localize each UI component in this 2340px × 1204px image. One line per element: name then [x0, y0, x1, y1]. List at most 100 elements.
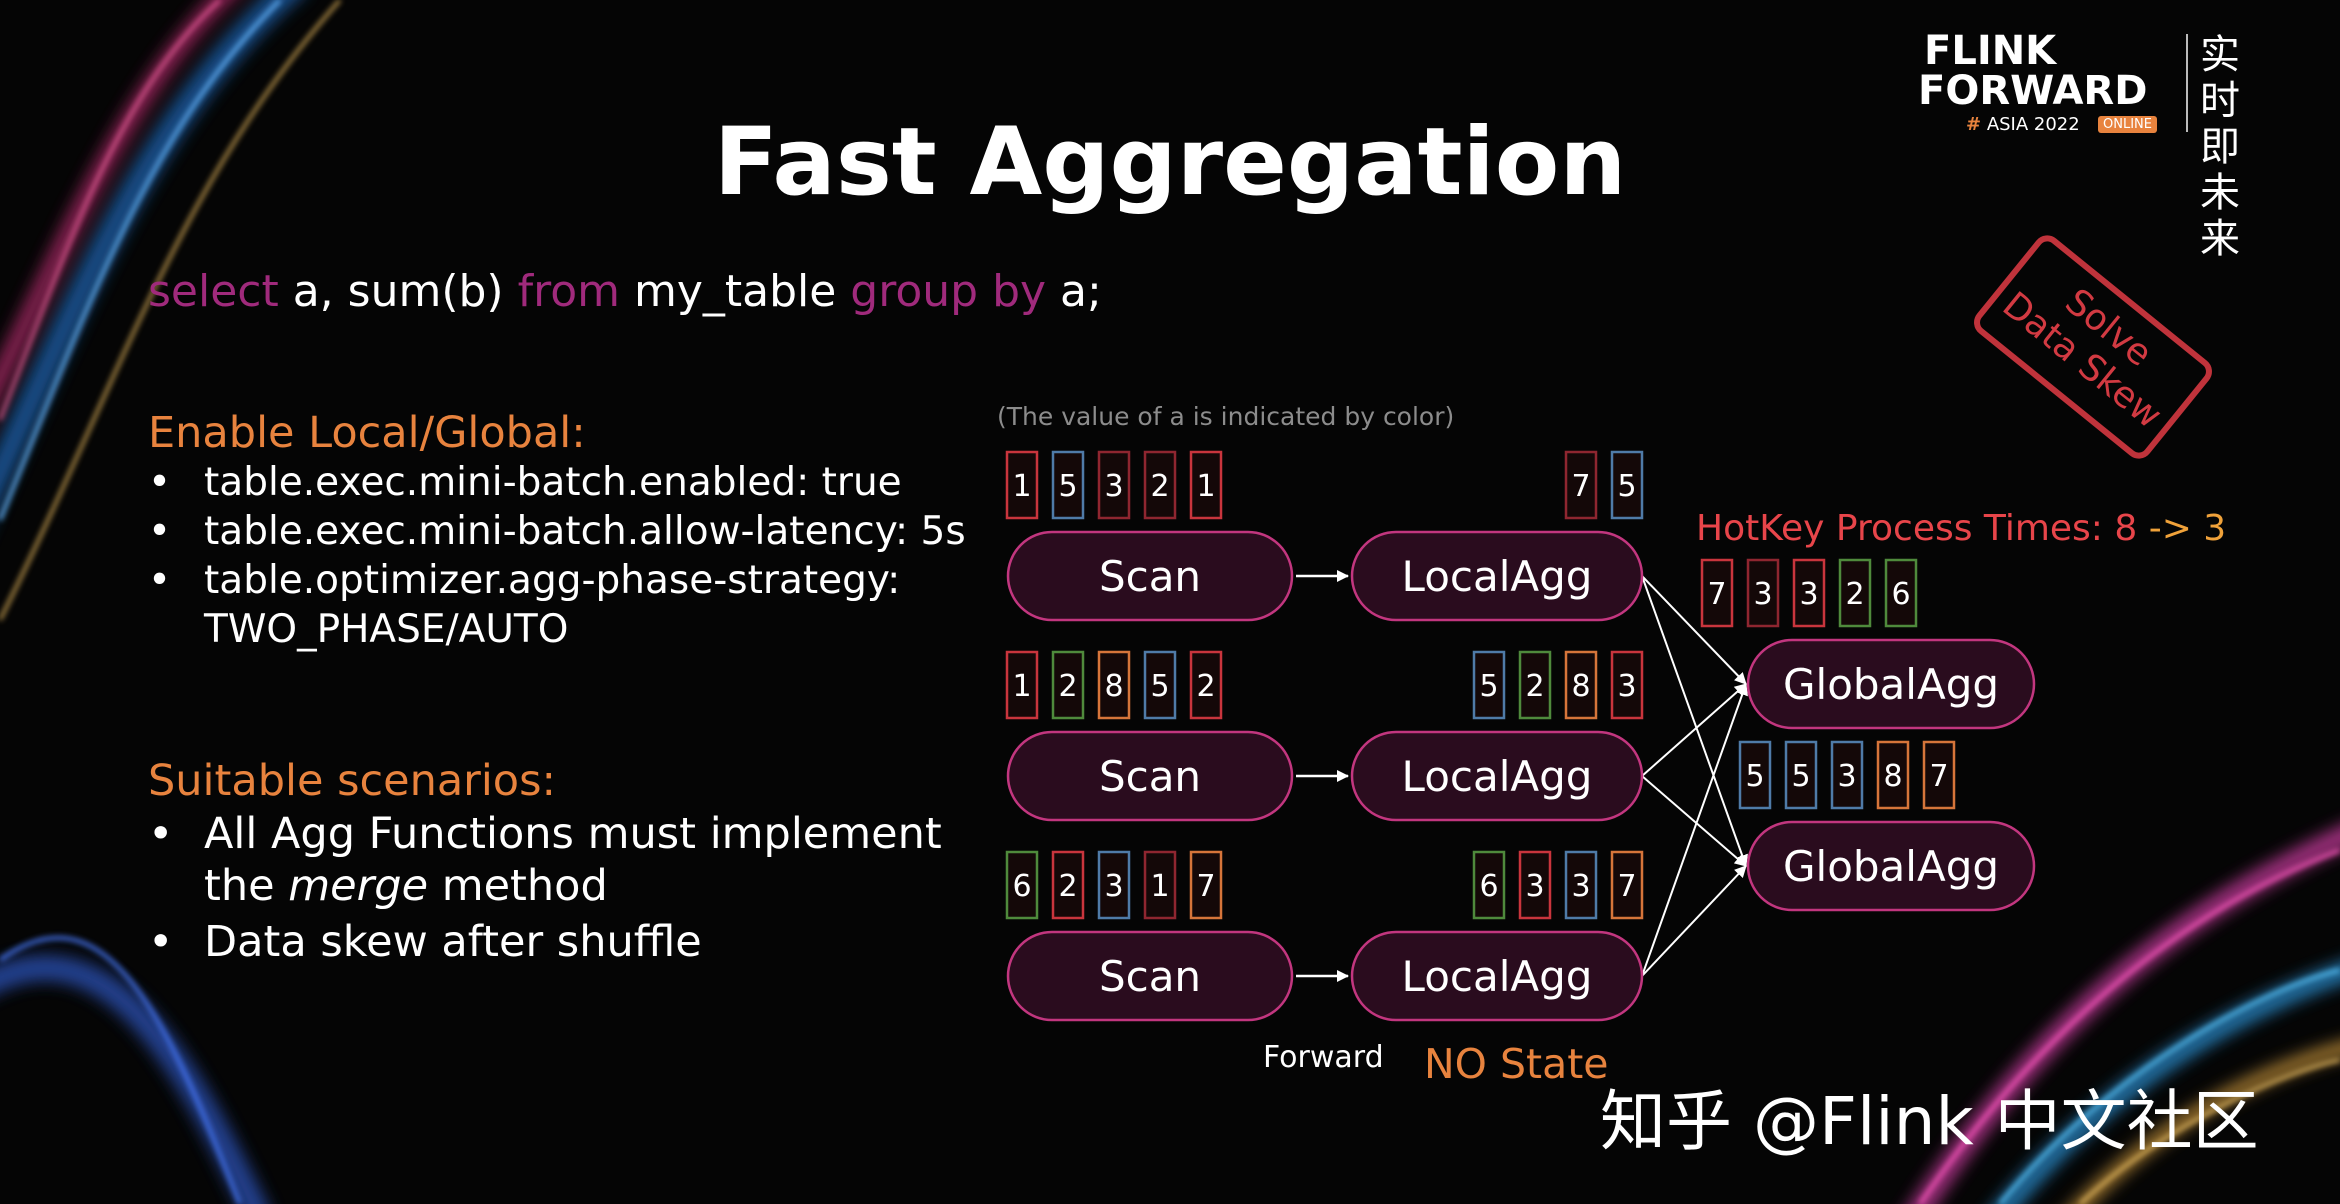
scenario-item: Data skew after shuffle [148, 916, 1008, 968]
value-box [1143, 450, 1177, 520]
value-box-label: 7 [1929, 759, 1948, 794]
value-box [1097, 450, 1131, 520]
enable-config-list: table.exec.mini-batch.enabled: true tabl… [148, 458, 1008, 654]
hotkey-arrow-text: -> 3 [2137, 508, 2227, 549]
color-note: (The value of a is indicated by color) [997, 402, 1455, 431]
enable-heading: Enable Local/Global: [148, 408, 586, 458]
value-box-label: 2 [1196, 669, 1215, 704]
value-box-label: 7 [1617, 869, 1636, 904]
global-agg-node-label: GlobalAgg [1783, 842, 1999, 891]
logo-asia: ASIA 2022 [1981, 114, 2080, 135]
flink-forward-logo: FLINK FORWARD # ASIA 2022 ONLINE 实时即未来 [1914, 28, 2264, 262]
value-box-label: 5 [1479, 669, 1498, 704]
value-box [1097, 850, 1131, 920]
sql-text: a, sum(b) [278, 266, 518, 317]
logo-line: FLINK [1924, 28, 2057, 74]
value-box [1922, 740, 1956, 810]
value-box-label: 1 [1012, 469, 1031, 504]
value-box-label: 7 [1571, 469, 1590, 504]
local-agg-node-label: LocalAgg [1402, 752, 1593, 801]
hotkey-label: HotKey Process Times: 8 -> 3 [1696, 508, 2226, 549]
scan-node [1006, 730, 1294, 822]
value-box-label: 3 [1571, 869, 1590, 904]
value-box-label: 3 [1753, 577, 1772, 612]
sql-keyword-select: select [148, 266, 279, 317]
value-box-label: 6 [1012, 869, 1031, 904]
value-box-label: 8 [1571, 669, 1590, 704]
config-item: table.exec.mini-batch.allow-latency: 5s [148, 507, 1008, 556]
value-box [1564, 850, 1598, 920]
value-box-label: 1 [1150, 869, 1169, 904]
scenario-text: All Agg Functions must implement [204, 809, 942, 859]
shuffle-arrow [1641, 575, 1748, 867]
config-item: table.exec.mini-batch.enabled: true [148, 458, 1008, 507]
local-agg-node-label: LocalAgg [1402, 552, 1593, 601]
value-box [1051, 850, 1085, 920]
value-box [1097, 650, 1131, 720]
value-box-label: 2 [1845, 577, 1864, 612]
local-agg-node [1350, 530, 1644, 622]
scenario-emphasis: merge [288, 861, 429, 911]
value-box-label: 8 [1883, 759, 1902, 794]
value-box-label: 5 [1745, 759, 1764, 794]
sql-keyword-group-by: group by [850, 266, 1047, 317]
value-box-label: 5 [1791, 759, 1810, 794]
scan-node-label: Scan [1099, 552, 1201, 601]
value-box [1189, 850, 1223, 920]
value-box [1005, 850, 1039, 920]
value-box [1051, 650, 1085, 720]
sql-text: my_table [619, 266, 851, 317]
sql-statement: select a, sum(b) from my_table group by … [148, 266, 1102, 317]
value-box [1564, 650, 1598, 720]
value-box [1610, 650, 1644, 720]
logo-event: # ASIA 2022 [1966, 114, 2080, 135]
shuffle-arrow [1641, 683, 1747, 777]
scan-node [1006, 930, 1294, 1022]
shuffle-arrow [1641, 775, 1747, 867]
config-item-text: table.optimizer.agg-phase-strategy: [204, 558, 901, 603]
value-box-label: 3 [1837, 759, 1856, 794]
value-box [1143, 650, 1177, 720]
local-agg-node-label: LocalAgg [1402, 952, 1593, 1001]
value-box [1610, 450, 1644, 520]
local-agg-node [1350, 730, 1644, 822]
value-box [1005, 450, 1039, 520]
value-box [1884, 558, 1918, 628]
value-box-label: 2 [1058, 669, 1077, 704]
value-box-label: 7 [1707, 577, 1726, 612]
value-box [1700, 558, 1734, 628]
online-badge: ONLINE [2098, 116, 2157, 133]
logo-line: FORWARD [1918, 68, 2148, 114]
logo-chinese-slogan: 实时即未来 [2200, 32, 2240, 262]
value-box [1738, 740, 1772, 810]
scenario-text: the [204, 861, 289, 911]
global-agg-node [1746, 638, 2036, 730]
value-box [1610, 850, 1644, 920]
value-box [1189, 450, 1223, 520]
value-box [1518, 850, 1552, 920]
shuffle-arrow [1641, 865, 1747, 977]
value-box [1472, 650, 1506, 720]
value-box [1143, 850, 1177, 920]
global-agg-node-label: GlobalAgg [1783, 660, 1999, 709]
value-box-label: 3 [1799, 577, 1818, 612]
value-box [1518, 650, 1552, 720]
logo-divider [2186, 34, 2188, 132]
value-box-label: 7 [1196, 869, 1215, 904]
value-box-label: 5 [1150, 669, 1169, 704]
scenarios-heading: Suitable scenarios: [148, 756, 556, 806]
value-box [1746, 558, 1780, 628]
slide-title: Fast Aggregation [713, 108, 1627, 217]
shuffle-arrow [1641, 683, 1748, 977]
sql-text: a; [1046, 266, 1102, 317]
scan-node-label: Scan [1099, 952, 1201, 1001]
value-box [1005, 650, 1039, 720]
value-box [1472, 850, 1506, 920]
value-box-label: 3 [1525, 869, 1544, 904]
edges [1296, 570, 1748, 982]
